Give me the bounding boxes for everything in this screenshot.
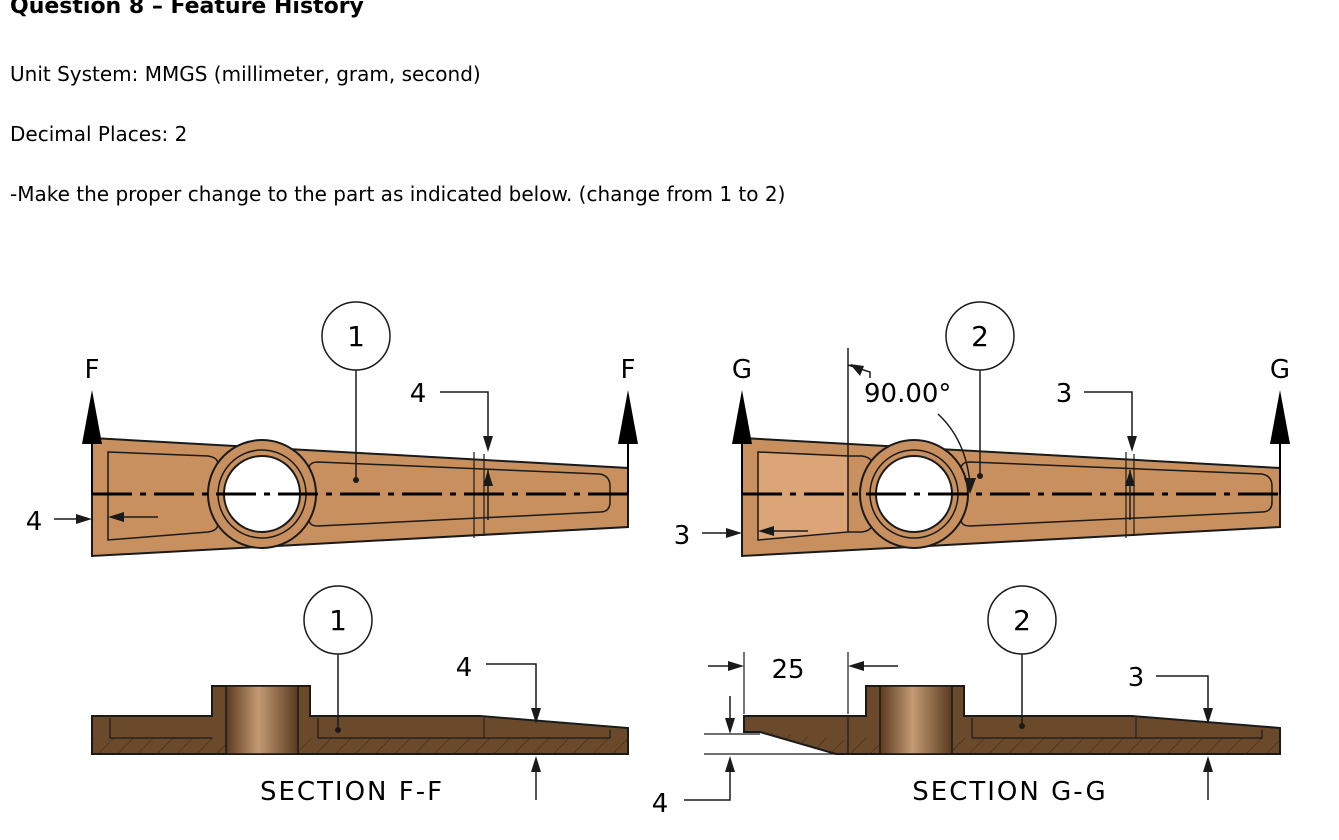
- balloon-number: 2: [971, 320, 989, 353]
- dim-leader: [684, 768, 731, 801]
- dim-leader: [1084, 391, 1133, 440]
- part-body: [91, 436, 629, 558]
- arrow-head: [1203, 756, 1213, 772]
- boss: [225, 685, 299, 755]
- arrow-head: [82, 390, 102, 444]
- pocket-floor: [971, 718, 1263, 739]
- question-title: Question 8 – Feature History: [10, 0, 364, 19]
- dim-rib: 4: [410, 379, 427, 409]
- arrow-head: [483, 470, 493, 486]
- balloon-number: 1: [347, 320, 365, 353]
- dim-wall: 3: [674, 521, 691, 551]
- instruction-text: -Make the proper change to the part as i…: [10, 182, 786, 206]
- balloon-number: 1: [329, 604, 347, 637]
- section-letter: G: [1270, 355, 1290, 385]
- section-letter: F: [621, 355, 636, 385]
- dim-rib: 3: [1128, 663, 1145, 693]
- section-letter: G: [732, 355, 752, 385]
- arrow-head: [618, 390, 638, 444]
- section-body: [743, 685, 1281, 755]
- dim-angle: 90.00°: [864, 379, 951, 409]
- unit-system-text: Unit System: MMGS (millimeter, gram, sec…: [10, 62, 481, 86]
- boss: [879, 685, 953, 755]
- section-hatch: [92, 738, 628, 754]
- arrow-head: [1270, 390, 1290, 444]
- arrow-head: [531, 756, 541, 772]
- arrow-head: [1127, 436, 1137, 452]
- arrow-head: [848, 661, 864, 671]
- arrow-head: [850, 364, 864, 376]
- pocket-floor: [317, 718, 611, 739]
- arrow-head: [758, 526, 774, 536]
- arrow-head: [483, 436, 493, 452]
- arrow-head: [964, 478, 976, 494]
- angle-leader: [937, 413, 971, 485]
- arrow-head: [1203, 708, 1213, 724]
- dim-leader: [440, 391, 489, 440]
- balloon-number: 2: [1013, 604, 1031, 637]
- section-label: SECTION G-G: [912, 777, 1107, 807]
- dim-wall: 4: [26, 507, 43, 537]
- arrow-head: [1125, 470, 1135, 486]
- decimal-places-text: Decimal Places: 2: [10, 122, 188, 146]
- arrow-head: [725, 756, 735, 772]
- arrow-head: [108, 512, 124, 522]
- arrow-head: [725, 718, 735, 734]
- pocket-floor: [109, 718, 212, 739]
- section-label: SECTION F-F: [260, 777, 444, 807]
- section-hatch: [848, 738, 1280, 754]
- section-f-f-view: 1 4 SECTION F-F: [91, 585, 629, 807]
- leader-dot: [977, 473, 983, 479]
- dim-leader: [1156, 675, 1209, 712]
- dim-rib: 3: [1056, 379, 1073, 409]
- arrow-head: [732, 390, 752, 444]
- section-letter: F: [85, 355, 100, 385]
- leader-dot: [335, 727, 341, 733]
- dim-thickness: 4: [652, 789, 669, 819]
- dim-rib: 4: [456, 653, 473, 683]
- section-hatch: [760, 732, 848, 754]
- leader-dot: [353, 477, 359, 483]
- arrow-head: [728, 661, 744, 671]
- section-g-g-view: 2 25 3 4 SECTION G-G: [652, 585, 1281, 819]
- arrow-head: [726, 528, 742, 538]
- arrow-head: [76, 514, 92, 524]
- top-right-view: G G 2 90.00° 3 3: [674, 301, 1290, 558]
- dim-leader: [486, 663, 537, 712]
- top-left-view: F F 1 4 4: [26, 301, 638, 558]
- arrow-head: [531, 708, 541, 724]
- dim-length: 25: [771, 655, 804, 685]
- leader-dot: [1019, 723, 1025, 729]
